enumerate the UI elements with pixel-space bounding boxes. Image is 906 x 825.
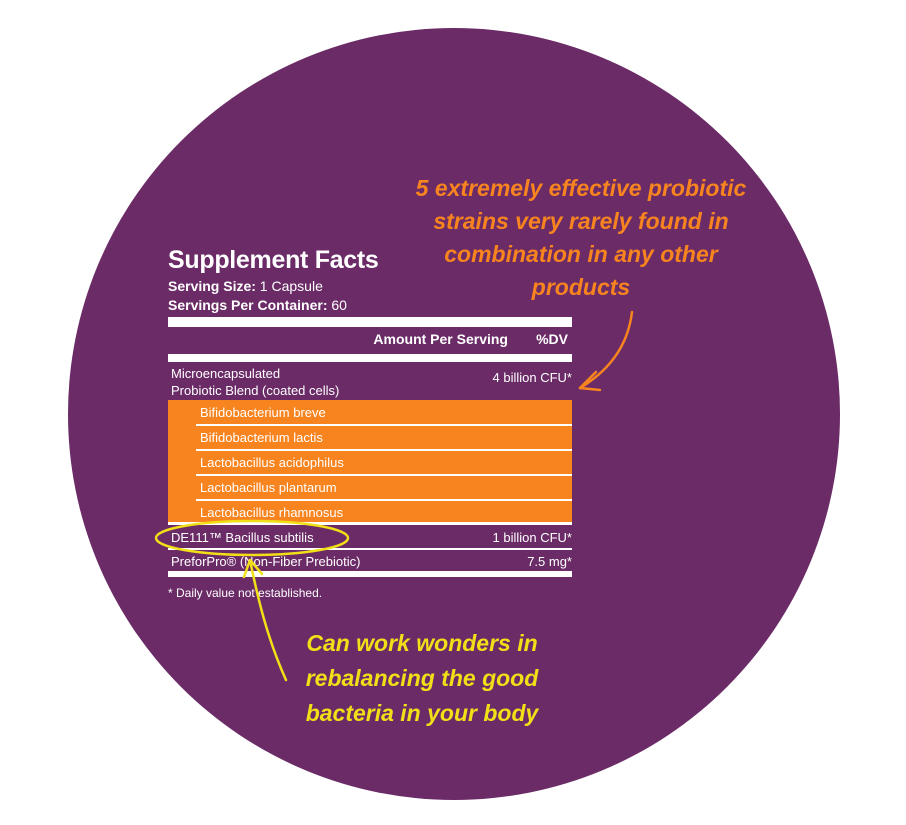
prefor-name: PreforPro® (Non-Fiber Prebiotic) bbox=[171, 554, 361, 569]
servings-per-container: Servings Per Container: 60 bbox=[168, 297, 347, 313]
strain-list-highlight: Bifidobacterium breve Bifidobacterium la… bbox=[168, 400, 572, 522]
strain-item: Lactobacillus plantarum bbox=[200, 480, 337, 495]
serving-size-value: 1 Capsule bbox=[255, 278, 323, 294]
yellow-highlight-ellipse bbox=[154, 519, 350, 557]
footnote: * Daily value not established. bbox=[168, 586, 323, 600]
strain-divider bbox=[196, 449, 572, 451]
de111-name: DE111™ Bacillus subtilis bbox=[171, 530, 314, 545]
facts-title: Supplement Facts bbox=[168, 246, 379, 274]
thin-divider bbox=[168, 548, 572, 550]
strain-item: Lactobacillus acidophilus bbox=[200, 455, 344, 470]
yellow-annotation-emphasis: wonders bbox=[416, 630, 511, 656]
thick-divider bbox=[168, 317, 572, 327]
servings-value: 60 bbox=[327, 297, 347, 313]
strain-divider bbox=[196, 499, 572, 501]
orange-annotation: 5 extremely effective probiotic strains … bbox=[415, 175, 747, 300]
blend-amount: 4 billion CFU* bbox=[492, 370, 572, 385]
serving-size-label: Serving Size: bbox=[168, 278, 256, 294]
strain-divider bbox=[196, 424, 572, 426]
de111-amount: 1 billion CFU* bbox=[492, 530, 572, 545]
medium-divider bbox=[168, 354, 572, 362]
prefor-amount: 7.5 mg* bbox=[527, 554, 572, 569]
orange-arrow-icon bbox=[578, 310, 634, 390]
strain-divider bbox=[196, 474, 572, 476]
strain-item: Bifidobacterium lactis bbox=[200, 430, 323, 445]
yellow-annotation-part1: Can work bbox=[306, 630, 417, 656]
header-amount-per-serving: Amount Per Serving bbox=[373, 331, 508, 347]
strain-item: Lactobacillus rhamnosus bbox=[200, 505, 344, 520]
serving-size: Serving Size: 1 Capsule bbox=[168, 278, 323, 294]
blend-name-line2: Probiotic Blend (coated cells) bbox=[171, 383, 340, 398]
yellow-annotation: Can work wonders in rebalancing the good… bbox=[262, 626, 582, 731]
bottom-divider bbox=[168, 571, 572, 577]
thin-divider bbox=[168, 522, 572, 525]
yellow-arrow-icon bbox=[248, 558, 288, 682]
blend-name-line1: Microencapsulated bbox=[171, 366, 281, 381]
servings-label: Servings Per Container: bbox=[168, 297, 328, 313]
yellow-arrowhead-icon bbox=[242, 558, 264, 579]
header-dv: %DV bbox=[536, 331, 568, 347]
yellow-annotation-part2: in rebalancing the good bacteria in your… bbox=[305, 630, 539, 726]
strain-item: Bifidobacterium breve bbox=[200, 405, 326, 420]
orange-arrowhead-icon bbox=[578, 370, 602, 392]
